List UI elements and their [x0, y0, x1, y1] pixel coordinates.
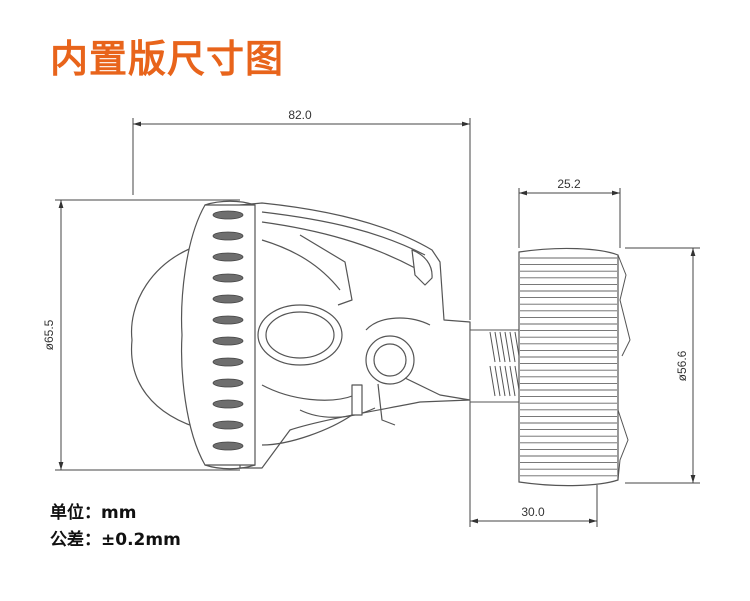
bolt-thread: [489, 365, 496, 397]
bezel-slot: [212, 252, 244, 262]
dim-knob-diameter: [625, 247, 700, 484]
bezel-slot: [212, 336, 244, 346]
bezel-slot: [212, 420, 244, 430]
unit-note: 单位：mm: [50, 503, 137, 523]
bezel-slot: [212, 399, 244, 409]
bezel-ring: [181, 200, 256, 470]
bezel-slot: [212, 357, 244, 367]
dim-lens-diameter: [55, 199, 240, 471]
dim-knob-diameter-label: ø56.6: [675, 350, 689, 381]
tolerance-note: 公差：±0.2mm: [50, 530, 181, 550]
bezel-slot: [212, 378, 244, 388]
bolt-thread: [509, 331, 516, 363]
dim-mount-length: [469, 400, 598, 527]
dim-overall-length-label: 82.0: [288, 108, 312, 122]
bolt-thread: [504, 331, 511, 363]
bolt-thread: [494, 331, 501, 363]
bezel-slot: [212, 273, 244, 283]
bezel-slot: [212, 210, 244, 220]
knurled-knob: [518, 247, 631, 487]
dim-overall-length: [132, 118, 471, 320]
bezel-slot: [212, 441, 244, 451]
bolt-thread: [504, 365, 511, 397]
housing-body: [239, 202, 471, 469]
dim-knob-width-label: 25.2: [557, 177, 581, 191]
dim-mount-length-label: 30.0: [521, 505, 545, 519]
threaded-bolt: [469, 329, 521, 403]
dim-knob-width: [518, 188, 621, 248]
bezel-slot: [212, 231, 244, 241]
page-title: 内置版尺寸图: [50, 37, 285, 81]
bolt-thread: [494, 365, 501, 397]
bolt-thread: [499, 331, 506, 363]
bolt-thread: [509, 365, 516, 397]
bezel-slot: [212, 294, 244, 304]
bezel-slot: [212, 315, 244, 325]
notes-block: 单位：mm 公差：±0.2mm: [50, 500, 181, 554]
bolt-thread: [499, 365, 506, 397]
dim-lens-diameter-label: ø65.5: [42, 319, 56, 350]
bolt-thread: [489, 331, 496, 363]
